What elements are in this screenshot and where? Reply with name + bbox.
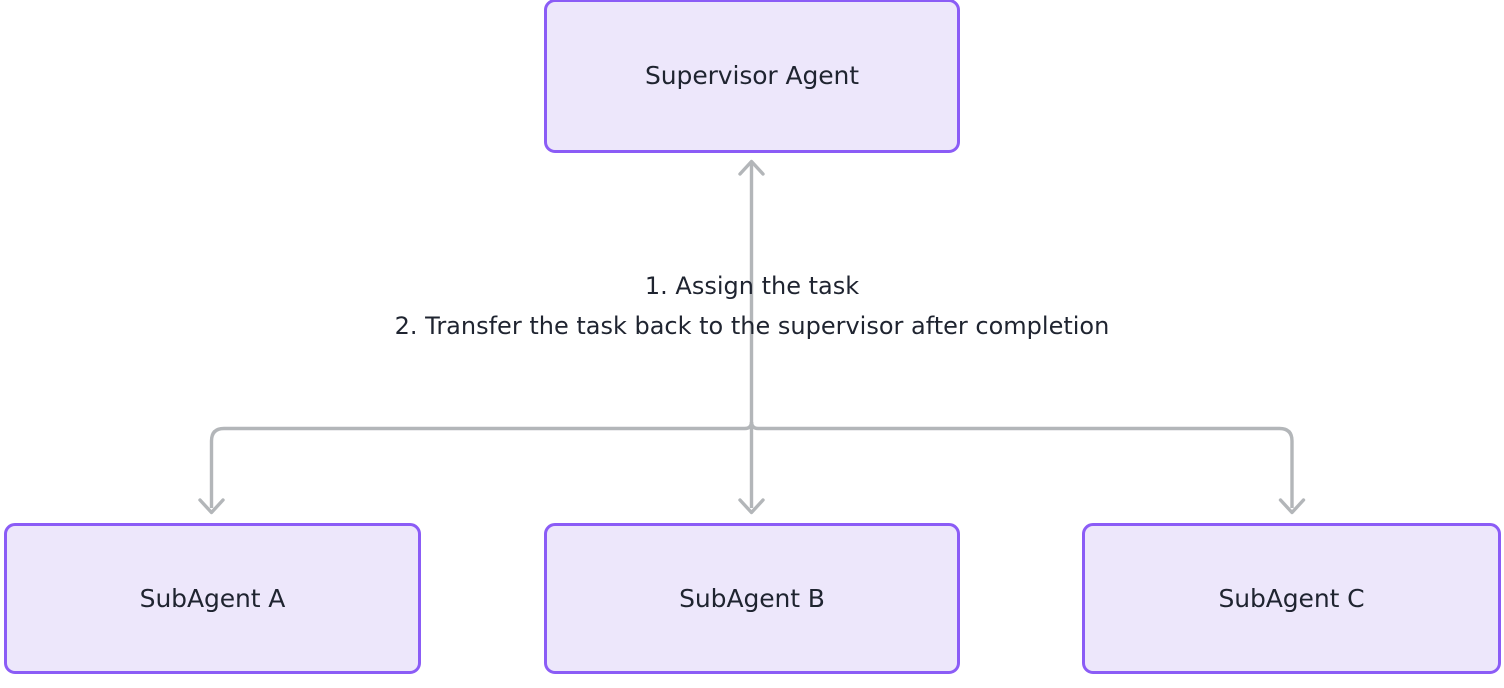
edge-label-line-2: 2. Transfer the task back to the supervi… <box>394 312 1110 340</box>
arrowhead-down-subagent-b <box>738 498 765 515</box>
node-supervisor-agent[interactable]: Supervisor Agent <box>544 0 960 153</box>
node-subagent-c-label: SubAgent C <box>1218 583 1365 613</box>
edge-fanout-left <box>209 421 754 508</box>
edge-label-group: 1. Assign the task 2. Transfer the task … <box>0 266 1504 346</box>
arrowhead-up-supervisor <box>738 159 765 176</box>
edge-label-line-1: 1. Assign the task <box>644 272 860 300</box>
node-subagent-b-label: SubAgent B <box>679 583 825 613</box>
node-subagent-b[interactable]: SubAgent B <box>544 523 960 674</box>
arrowhead-down-subagent-a <box>198 498 225 515</box>
node-subagent-c[interactable]: SubAgent C <box>1082 523 1501 674</box>
node-supervisor-agent-label: Supervisor Agent <box>645 61 859 90</box>
edge-fanout-right <box>749 421 1294 508</box>
node-subagent-a-label: SubAgent A <box>139 583 286 613</box>
arrowhead-down-subagent-c <box>1278 498 1306 515</box>
node-subagent-a[interactable]: SubAgent A <box>4 523 421 674</box>
